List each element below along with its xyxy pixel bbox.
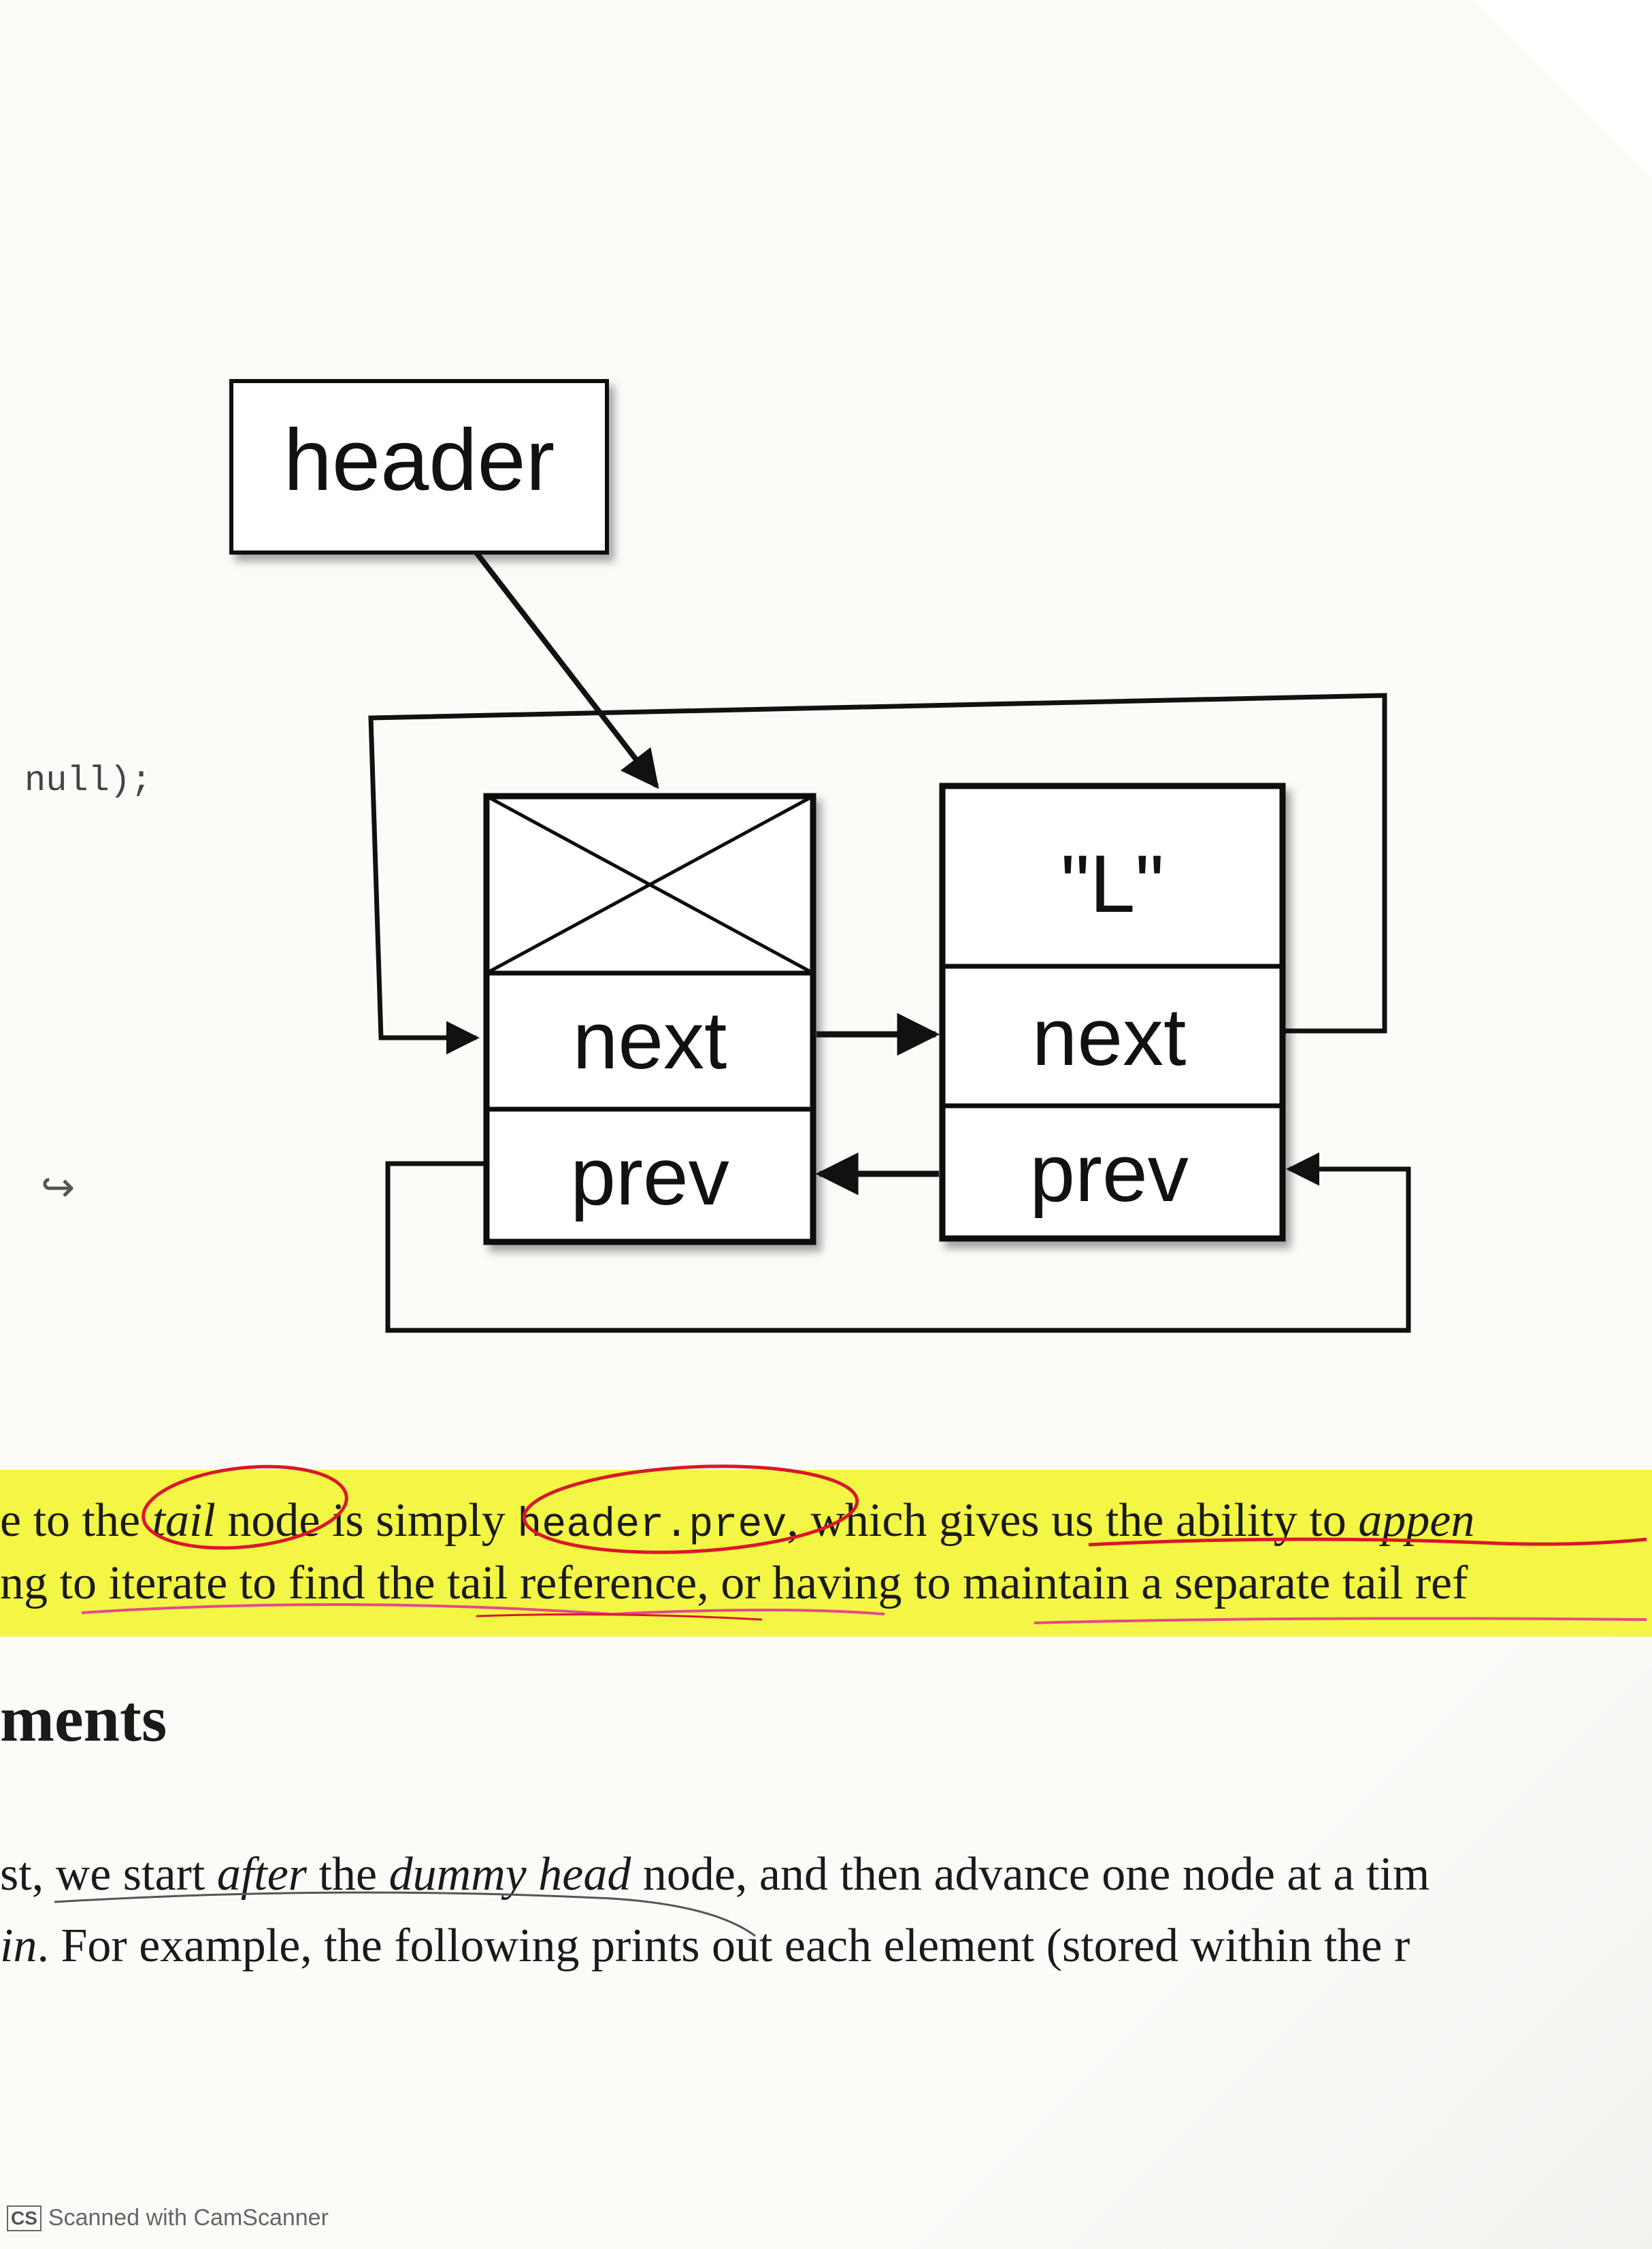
scanner-footer: CS Scanned with CamScanner [7,2205,329,2231]
paragraph2-line1: st, we start after the dummy head node, … [0,1848,1430,1901]
margin-code: null); [24,761,152,801]
node2-next-label: next [1032,991,1187,1083]
page-corner [1475,0,1652,177]
next-loop-line [368,693,1387,1055]
camscanner-text: Scanned with CamScanner [48,2205,329,2231]
node2-prev-label: prev [1029,1128,1188,1219]
camscanner-logo: CS [7,2205,42,2231]
linked-list-diagram: header next prev "L" next prev [229,379,1411,1333]
node1-next-label: next [573,995,727,1086]
paragraph1-line2: ng to iterate to find the tail reference… [0,1557,1468,1609]
prev-loop-line [385,1152,1411,1333]
dummy-head-node [483,793,816,1245]
margin-scribble: ↪ [41,1165,76,1210]
code-header-prev: header.prev [517,1503,787,1549]
section-heading: ments [0,1682,167,1755]
paragraph2-line2: in. For example, the following prints ou… [0,1920,1410,1972]
tail-word: tail [152,1494,216,1547]
header-box: header [229,379,609,555]
node1-prev-label: prev [570,1131,729,1222]
l-node [939,783,1286,1242]
paragraph1-line1: e to the tail node is simply header.prev… [0,1494,1475,1549]
node2-value-label: "L" [1061,838,1164,930]
header-label: header [284,412,555,509]
header-arrow [474,551,659,789]
